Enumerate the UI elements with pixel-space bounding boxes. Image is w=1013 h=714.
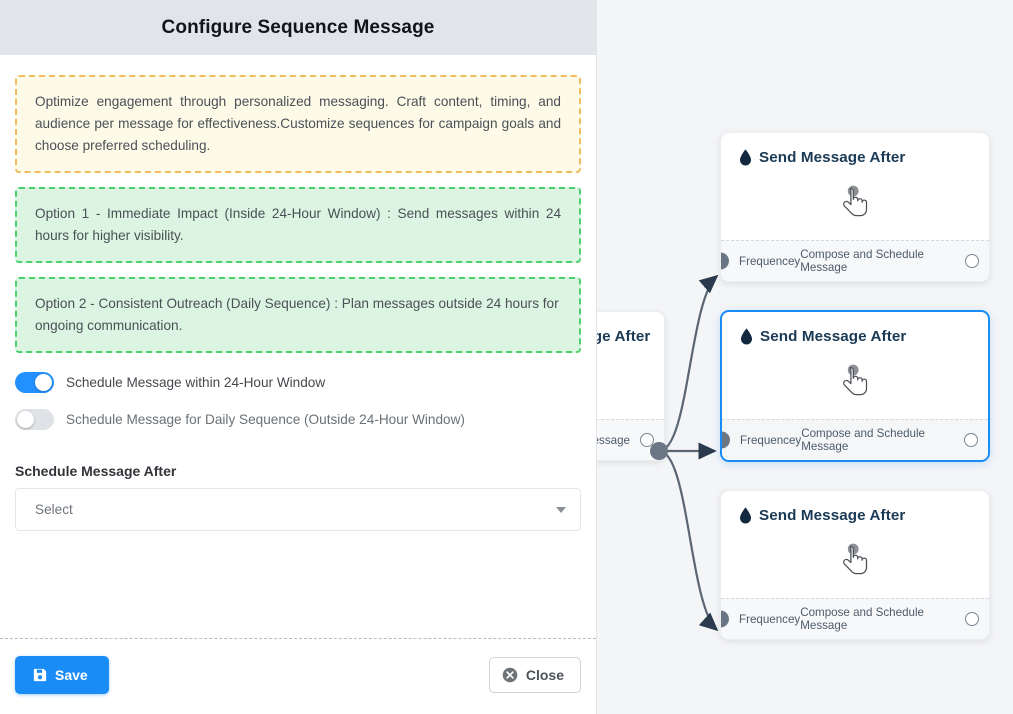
node-footer: Frequencey Compose and Schedule Message [722, 419, 988, 460]
output-handle[interactable] [964, 433, 978, 447]
node-frequency-label: Frequencey [739, 254, 801, 268]
close-button[interactable]: Close [488, 657, 581, 693]
output-handle[interactable] [640, 433, 654, 447]
node-title: Send Message After [597, 328, 651, 345]
upstream-node-partial-label: ce Message [597, 433, 630, 447]
node-compose-label: Compose and Schedule Message [800, 248, 924, 274]
water-drop-icon [739, 507, 752, 524]
pointing-hand-cursor-icon [838, 542, 872, 580]
toggle-row-within-24h[interactable]: Schedule Message within 24-Hour Window [15, 367, 581, 398]
node-head: Send Message After [722, 312, 988, 345]
option-1-callout: Option 1 - Immediate Impact (Inside 24-H… [15, 187, 581, 264]
toggle-switch-daily-sequence[interactable] [15, 409, 54, 431]
schedule-message-after-select[interactable]: Select [15, 488, 581, 532]
toggle-switch-within-24h[interactable] [15, 372, 54, 394]
toggle-label-within-24h: Schedule Message within 24-Hour Window [66, 375, 326, 391]
save-button-label: Save [55, 667, 88, 683]
flow-edges [650, 274, 719, 632]
water-drop-icon [740, 328, 753, 345]
select-value: Select [35, 502, 73, 518]
flow-canvas[interactable]: Send Message After ce Message [597, 0, 1013, 714]
toggle-label-daily-sequence: Schedule Message for Daily Sequence (Out… [66, 412, 465, 428]
panel-footer: Save Close [0, 638, 596, 714]
floppy-disk-save-icon [33, 668, 47, 682]
node-head: Send Message After [721, 491, 989, 524]
node-body [722, 345, 988, 419]
panel-header: Configure Sequence Message [0, 0, 596, 55]
node-compose-label: Compose and Schedule Message [800, 606, 924, 632]
toggle-row-daily-sequence[interactable]: Schedule Message for Daily Sequence (Out… [15, 404, 581, 435]
output-handle[interactable] [965, 612, 979, 626]
node-frequency-label: Frequencey [739, 612, 801, 626]
node-frequency-label: Frequencey [740, 433, 802, 447]
configure-sequence-panel: Configure Sequence Message Optimize enga… [0, 0, 597, 714]
input-handle[interactable] [722, 431, 730, 449]
input-handle[interactable] [721, 610, 729, 628]
node-body [721, 166, 989, 240]
circle-x-close-icon [502, 667, 518, 683]
save-button[interactable]: Save [15, 656, 109, 694]
node-head: Send Message After [721, 133, 989, 166]
pointing-hand-cursor-icon [838, 363, 872, 401]
chevron-down-icon [556, 506, 566, 513]
option-2-callout: Option 2 - Consistent Outreach (Daily Se… [15, 277, 581, 354]
node-title: Send Message After [759, 507, 906, 524]
node-head: Send Message After [597, 312, 664, 345]
panel-body: Optimize engagement through personalized… [0, 55, 596, 638]
input-handle[interactable] [721, 252, 729, 270]
schedule-message-after-label: Schedule Message After [15, 463, 177, 480]
node-compose-label: Compose and Schedule Message [801, 427, 925, 453]
node-send-message-after-3[interactable]: Send Message After Frequencey Compose an… [720, 490, 990, 640]
node-title: Send Message After [760, 328, 907, 345]
node-body [721, 524, 989, 598]
output-handle[interactable] [965, 254, 979, 268]
info-callout: Optimize engagement through personalized… [15, 75, 581, 174]
pointing-hand-cursor-icon [838, 184, 872, 222]
close-button-label: Close [525, 667, 564, 683]
water-drop-icon [739, 149, 752, 166]
node-send-message-after-1[interactable]: Send Message After Frequencey Compose an… [720, 132, 990, 282]
node-send-message-after-2[interactable]: Send Message After Frequencey Compose an… [720, 310, 990, 462]
page-title: Configure Sequence Message [161, 16, 435, 38]
node-footer: Frequencey Compose and Schedule Message [721, 240, 989, 281]
node-footer: Frequencey Compose and Schedule Message [721, 598, 989, 639]
node-title: Send Message After [759, 149, 906, 166]
